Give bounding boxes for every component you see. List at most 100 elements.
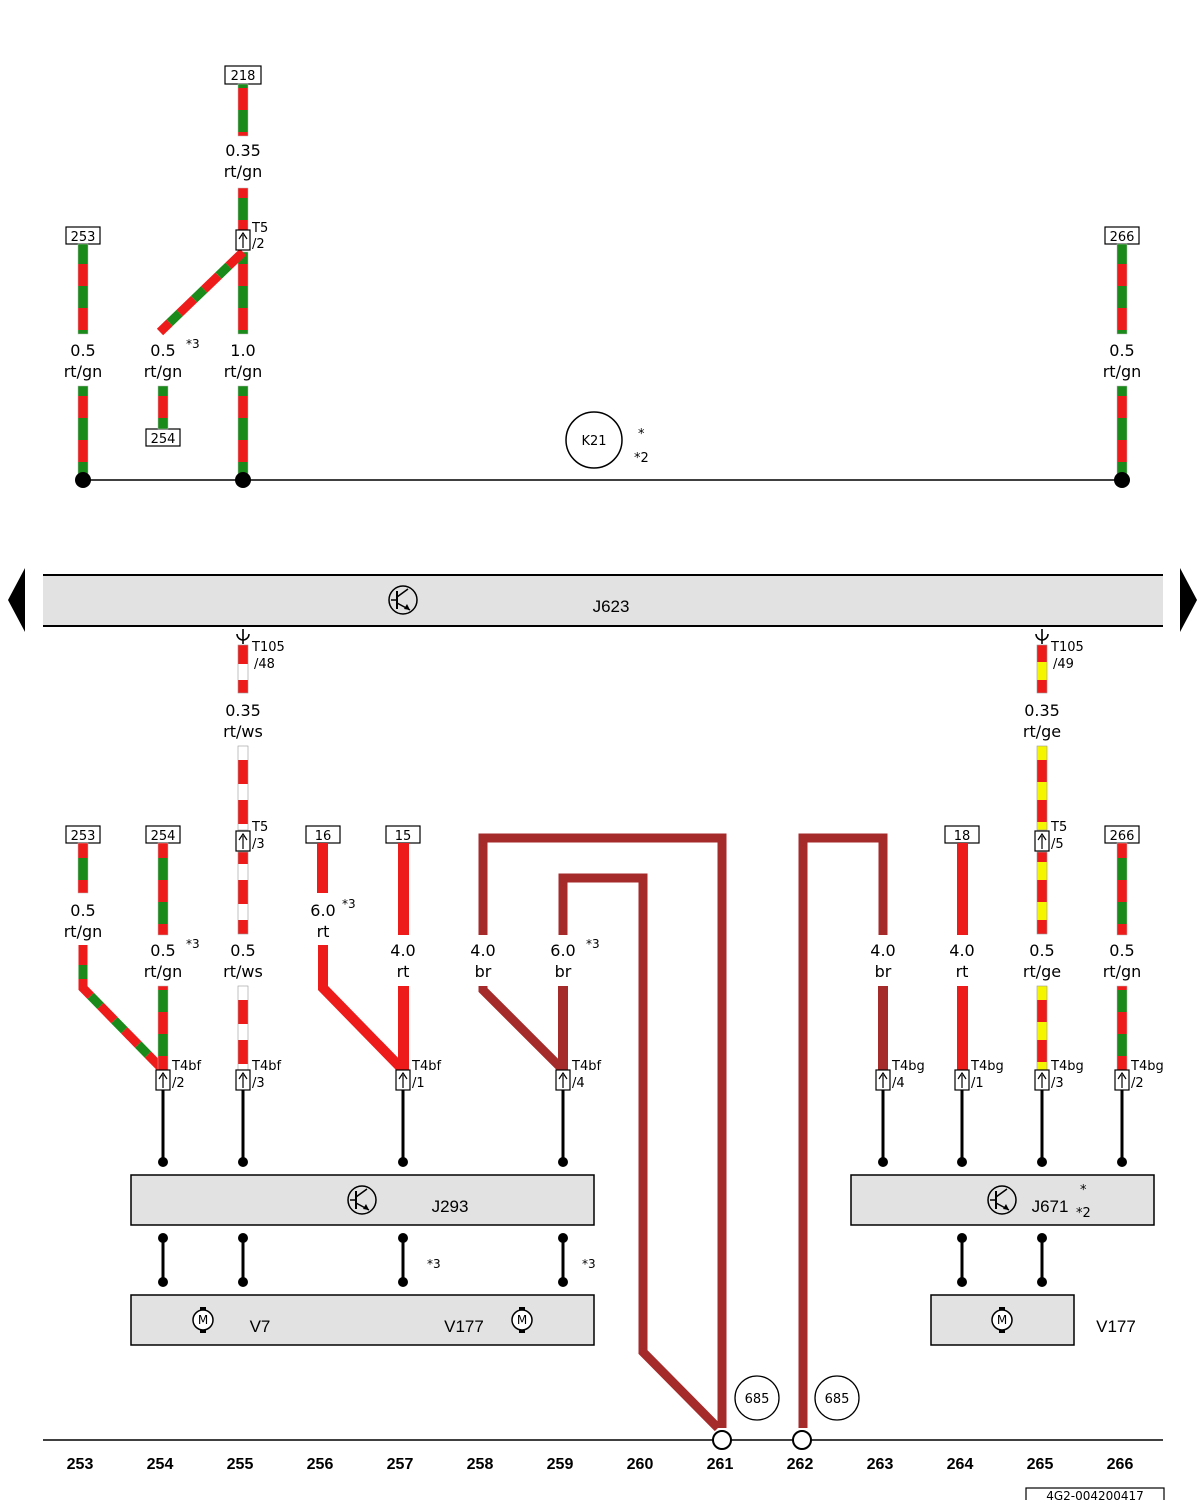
reference-266-top[interactable]: 266 <box>1104 226 1140 245</box>
reference-253-top[interactable]: 253 <box>65 226 101 245</box>
svg-text:T4bf: T4bf <box>171 1059 201 1074</box>
reference-266-bottom[interactable]: 266 <box>1104 825 1140 844</box>
reference-254-top[interactable]: 254 <box>145 428 181 447</box>
svg-text:br: br <box>555 962 572 981</box>
connector-t5-2[interactable]: T5 /2 <box>235 221 268 252</box>
connector-t4bf-4[interactable]: T4bf /4 <box>555 1059 601 1091</box>
grid-number: 258 <box>467 1456 494 1473</box>
svg-text:*3: *3 <box>186 937 200 951</box>
svg-text:0.5: 0.5 <box>1029 941 1054 960</box>
connector-t5-5[interactable]: T5 /5 <box>1034 820 1067 852</box>
svg-text:4G2-004200417: 4G2-004200417 <box>1046 1489 1144 1500</box>
svg-text:/2: /2 <box>1131 1076 1144 1091</box>
v177-right-motor-block[interactable]: M V177 <box>930 1294 1136 1346</box>
svg-text:266: 266 <box>1110 829 1135 844</box>
svg-text:4.0: 4.0 <box>949 941 974 960</box>
label-w263: 4.0 br <box>870 941 895 981</box>
grid-number: 255 <box>227 1456 254 1473</box>
connector-t4bg-3[interactable]: T4bg /3 <box>1034 1059 1084 1091</box>
svg-text:T5: T5 <box>251 221 268 236</box>
connector-t4bf-1[interactable]: T4bf /1 <box>395 1059 441 1091</box>
connector-t4bf-3[interactable]: T4bf /3 <box>235 1059 281 1091</box>
grid-number: 261 <box>707 1456 734 1473</box>
svg-text:685: 685 <box>825 1392 850 1407</box>
svg-text:rt: rt <box>956 962 969 981</box>
svg-text:T4bf: T4bf <box>251 1059 281 1074</box>
svg-text:rt/ws: rt/ws <box>223 962 263 981</box>
svg-text:T5: T5 <box>251 820 268 835</box>
reference-15[interactable]: 15 <box>385 825 421 844</box>
label-w259: 6.0 br *3 <box>550 937 599 981</box>
j623-component[interactable]: J623 <box>43 574 1163 627</box>
svg-text:rt/gn: rt/gn <box>224 362 263 381</box>
svg-text:6.0: 6.0 <box>550 941 575 960</box>
label-w266-bottom: 0.5 rt/gn <box>1103 941 1142 981</box>
connector-t4bg-1[interactable]: T4bg /1 <box>954 1059 1004 1091</box>
label-w264: 4.0 rt <box>949 941 974 981</box>
svg-text:18: 18 <box>954 829 971 844</box>
svg-text:T4bf: T4bf <box>571 1059 601 1074</box>
svg-text:/3: /3 <box>1051 1076 1064 1091</box>
svg-text:266: 266 <box>1110 230 1135 245</box>
svg-text:T4bg: T4bg <box>891 1059 925 1074</box>
svg-text:rt/ge: rt/ge <box>1023 962 1061 981</box>
svg-text:M: M <box>198 1313 208 1327</box>
svg-text:16: 16 <box>315 829 332 844</box>
svg-text:rt/gn: rt/gn <box>64 362 103 381</box>
ground-bus <box>43 1430 1163 1450</box>
connector-t4bg-2[interactable]: T4bg /2 <box>1114 1059 1164 1091</box>
reference-253-bottom[interactable]: 253 <box>65 825 101 844</box>
svg-text:rt/gn: rt/gn <box>1103 962 1142 981</box>
svg-text:0.35: 0.35 <box>225 141 261 160</box>
v177-right-label: V177 <box>1096 1317 1136 1336</box>
grid-number: 263 <box>867 1456 894 1473</box>
svg-text:/1: /1 <box>412 1076 425 1091</box>
svg-text:0.5: 0.5 <box>150 941 175 960</box>
svg-text:rt/gn: rt/gn <box>144 962 183 981</box>
svg-text:br: br <box>475 962 492 981</box>
svg-text:0.5: 0.5 <box>70 341 95 360</box>
label-w255-top: 1.0 rt/gn <box>224 341 263 381</box>
reference-254-bottom[interactable]: 254 <box>145 825 181 844</box>
wire-253-top <box>77 243 89 479</box>
grid-number: 260 <box>627 1456 654 1473</box>
k21-component[interactable]: K21 * *2 <box>565 411 649 469</box>
note-259: *3 <box>582 1257 596 1271</box>
wire-266-top <box>1116 243 1128 479</box>
svg-text:/48: /48 <box>254 657 275 672</box>
triangle-right-icon[interactable] <box>1180 568 1197 632</box>
svg-text:253: 253 <box>71 230 96 245</box>
connector-t4bf-2[interactable]: T4bf /2 <box>155 1059 201 1091</box>
svg-text:K21: K21 <box>581 434 606 449</box>
connector-t105-49[interactable]: T105 /49 <box>1035 628 1084 672</box>
svg-text:/4: /4 <box>572 1076 585 1091</box>
svg-text:T105: T105 <box>1050 640 1084 655</box>
ground-ref-262[interactable]: 685 <box>814 1375 860 1421</box>
triangle-left-icon[interactable] <box>8 568 25 632</box>
wire-256 <box>317 843 407 1074</box>
v177-left-label: V177 <box>444 1317 484 1336</box>
svg-text:0.5: 0.5 <box>70 901 95 920</box>
svg-text:*: * <box>1080 1183 1087 1198</box>
label-w253-bottom: 0.5 rt/gn <box>64 901 103 941</box>
svg-text:rt: rt <box>397 962 410 981</box>
connector-t4bg-4[interactable]: T4bg /4 <box>875 1059 925 1091</box>
reference-18[interactable]: 18 <box>944 825 980 844</box>
svg-text:M: M <box>997 1313 1007 1327</box>
j671-component[interactable]: J671 * *2 <box>850 1174 1155 1226</box>
svg-text:/3: /3 <box>252 1076 265 1091</box>
wire-253-bottom <box>77 842 167 1074</box>
label-w265-bottom: 0.5 rt/ge <box>1023 941 1061 981</box>
reference-218[interactable]: 218 <box>224 65 262 85</box>
svg-text:T4bf: T4bf <box>411 1059 441 1074</box>
connector-t105-48[interactable]: T105 /48 <box>236 628 285 672</box>
svg-text:*3: *3 <box>186 337 200 351</box>
connector-t5-3[interactable]: T5 /3 <box>235 820 268 852</box>
svg-text:4.0: 4.0 <box>470 941 495 960</box>
svg-text:*3: *3 <box>342 897 356 911</box>
ground-ref-261[interactable]: 685 <box>734 1375 780 1421</box>
v7-v177-motor-block[interactable]: M V7 V177 M <box>130 1294 595 1346</box>
reference-16[interactable]: 16 <box>305 825 341 844</box>
svg-text:M: M <box>517 1313 527 1327</box>
j293-component[interactable]: J293 <box>130 1174 595 1226</box>
